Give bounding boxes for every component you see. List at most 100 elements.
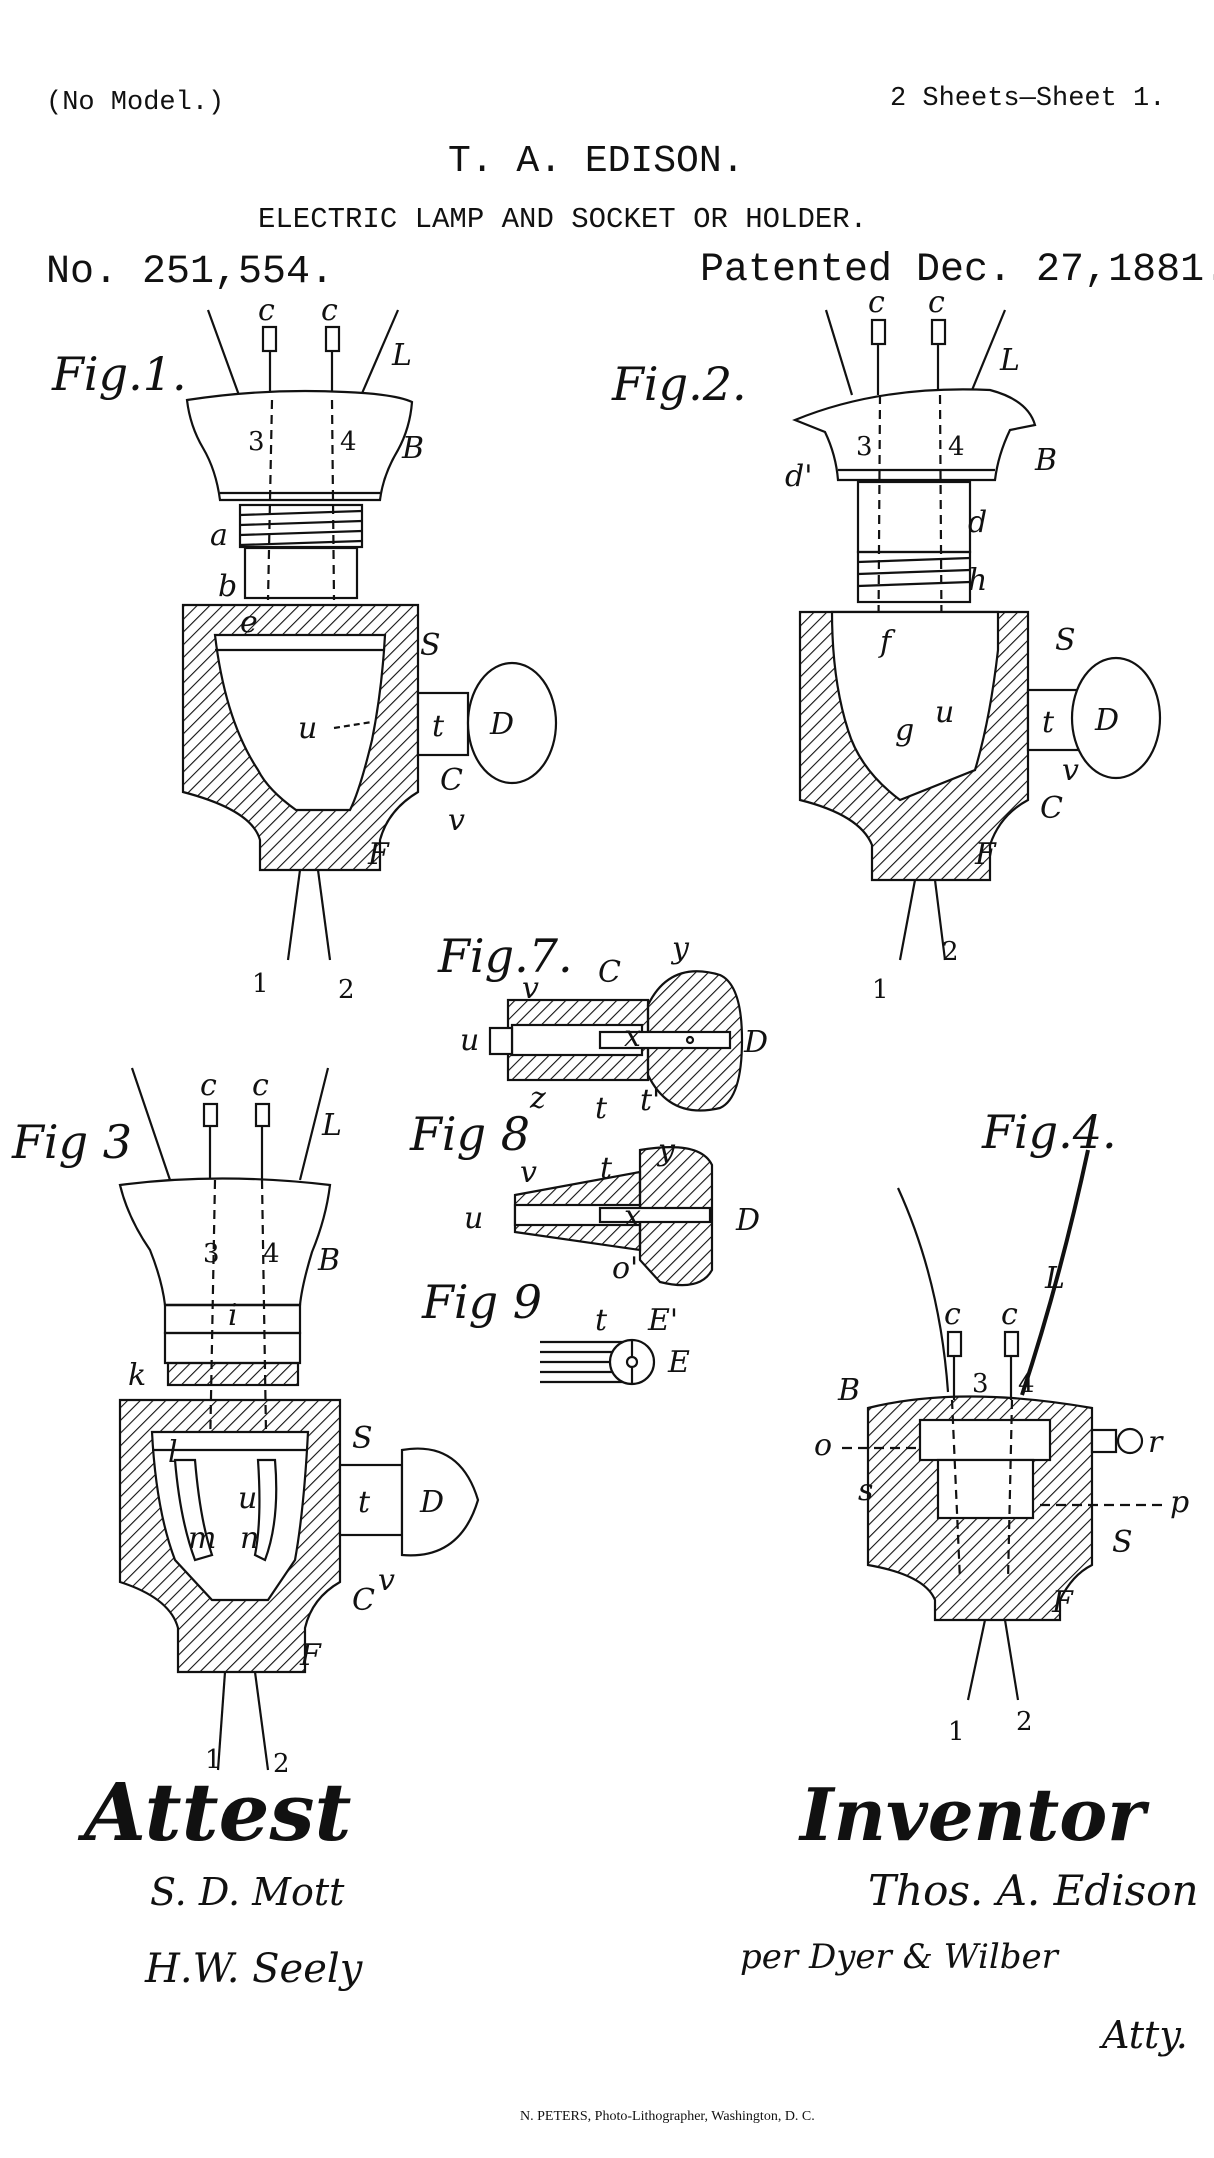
reference-label: u bbox=[298, 711, 317, 746]
reference-label: L bbox=[999, 343, 1020, 378]
reference-label: 1 bbox=[872, 975, 889, 1005]
fig9-label: Fig 9 bbox=[421, 1275, 542, 1329]
reference-label: c bbox=[1001, 1297, 1018, 1332]
reference-label: C bbox=[1040, 791, 1063, 826]
reference-label: c bbox=[252, 1068, 269, 1103]
reference-label: 2 bbox=[942, 937, 959, 967]
reference-label: r bbox=[1148, 1425, 1164, 1460]
reference-label: v bbox=[1062, 753, 1079, 788]
reference-label: 3 bbox=[203, 1239, 220, 1269]
reference-label: d' bbox=[785, 459, 812, 494]
reference-label: o' bbox=[612, 1251, 638, 1286]
fig1-label: Fig.1. bbox=[51, 347, 187, 401]
reference-label: 2 bbox=[338, 975, 355, 1005]
reference-label: c bbox=[928, 285, 945, 320]
reference-label: S bbox=[1055, 623, 1076, 658]
reference-label: v bbox=[378, 1563, 395, 1598]
reference-label: C bbox=[440, 763, 463, 798]
reference-label: n bbox=[240, 1521, 259, 1556]
fig8-label: Fig 8 bbox=[409, 1107, 530, 1161]
footer-imprint: N. PETERS, Photo-Lithographer, Washingto… bbox=[520, 2109, 815, 2124]
reference-label: m bbox=[188, 1521, 216, 1556]
reference-label: c bbox=[868, 285, 885, 320]
reference-label: B bbox=[401, 431, 424, 466]
reference-label: u bbox=[238, 1481, 257, 1516]
reference-label: F bbox=[974, 837, 997, 872]
no-model-note: (No Model.) bbox=[46, 88, 225, 118]
reference-label: c bbox=[200, 1068, 217, 1103]
reference-label: c bbox=[258, 293, 275, 328]
witness-2-signature: H.W. Seely bbox=[144, 1946, 364, 1992]
reference-label: e bbox=[240, 605, 258, 640]
reference-label: x bbox=[624, 1199, 641, 1234]
fig3-label: Fig 3 bbox=[11, 1115, 132, 1169]
reference-label: c bbox=[944, 1297, 961, 1332]
figure-4: Fig.4. L c c 3 4 B o r s p S bbox=[814, 1105, 1189, 1747]
reference-label: L bbox=[391, 338, 412, 373]
reference-label: 1 bbox=[205, 1745, 222, 1775]
inventor-name: T. A. EDISON. bbox=[448, 140, 745, 183]
reference-label: D bbox=[489, 707, 514, 742]
reference-label: F bbox=[299, 1638, 322, 1673]
reference-label: o bbox=[814, 1428, 832, 1463]
reference-label: L bbox=[321, 1108, 342, 1143]
figure-2: Fig.2. c c L 3 4 B d' d h f S bbox=[611, 285, 1162, 1005]
reference-label: 3 bbox=[248, 427, 265, 457]
reference-label: S bbox=[420, 628, 441, 663]
reference-label: h bbox=[968, 563, 987, 598]
reference-label: y bbox=[670, 931, 690, 966]
reference-label: 2 bbox=[273, 1749, 290, 1779]
patent-date: Patented Dec. 27,1881. bbox=[700, 248, 1214, 293]
reference-label: S bbox=[352, 1421, 373, 1456]
reference-label: v bbox=[448, 803, 465, 838]
attorney-line: per Dyer & Wilber bbox=[740, 1937, 1060, 1977]
reference-label: 3 bbox=[856, 432, 873, 462]
reference-label: u bbox=[464, 1201, 483, 1236]
reference-label: z bbox=[529, 1081, 546, 1116]
reference-label: t bbox=[358, 1485, 371, 1520]
reference-label: E bbox=[667, 1345, 690, 1380]
reference-label: 4 bbox=[263, 1239, 280, 1269]
reference-label: v bbox=[520, 1155, 537, 1190]
reference-label: i bbox=[228, 1298, 238, 1333]
figure-9: Fig 9 t E' E bbox=[421, 1275, 690, 1386]
reference-label: C bbox=[598, 955, 621, 990]
inventor-signature: Thos. A. Edison bbox=[868, 1866, 1199, 1915]
reference-label: 1 bbox=[252, 969, 269, 999]
reference-label: C bbox=[352, 1583, 375, 1618]
reference-label: D bbox=[419, 1485, 444, 1520]
fig2-label: Fig.2. bbox=[611, 357, 747, 411]
reference-label: S bbox=[1112, 1525, 1133, 1560]
reference-label: F bbox=[367, 837, 390, 872]
reference-label: d bbox=[968, 505, 987, 540]
reference-label: 2 bbox=[1016, 1707, 1033, 1737]
reference-label: c bbox=[321, 293, 338, 328]
reference-label: B bbox=[317, 1243, 340, 1278]
reference-label: t bbox=[595, 1091, 608, 1126]
sheet-count: 2 Sheets—Sheet 1. bbox=[890, 84, 1166, 114]
fig7-label: Fig.7. bbox=[437, 929, 573, 983]
reference-label: D bbox=[1094, 703, 1119, 738]
reference-label: t bbox=[1042, 705, 1055, 740]
reference-label: a bbox=[210, 518, 228, 553]
patent-number: No. 251,554. bbox=[46, 250, 335, 295]
reference-label: D bbox=[743, 1025, 768, 1060]
reference-label: 1 bbox=[948, 1717, 965, 1747]
reference-label: 4 bbox=[340, 427, 357, 457]
reference-label: F bbox=[1051, 1585, 1074, 1620]
figure-7: Fig.7. v C y u x D z t t' bbox=[437, 929, 768, 1126]
attest-block: Attest S. D. Mott H.W. Seely bbox=[77, 1765, 364, 1992]
patent-title: ELECTRIC LAMP AND SOCKET OR HOLDER. bbox=[258, 203, 868, 236]
fig4-label: Fig.4. bbox=[981, 1105, 1117, 1159]
reference-label: B bbox=[837, 1373, 860, 1408]
reference-label: t' bbox=[640, 1083, 660, 1118]
reference-label: u bbox=[935, 695, 954, 730]
witness-1-signature: S. D. Mott bbox=[150, 1870, 345, 1914]
reference-label: L bbox=[1044, 1261, 1065, 1296]
attest-heading: Attest bbox=[77, 1765, 352, 1859]
inventor-block: Inventor Thos. A. Edison per Dyer & Wilb… bbox=[740, 1772, 1199, 2057]
reference-label: B bbox=[1034, 443, 1057, 478]
figure-3: Fig 3 c c L 3 4 B i k l S bbox=[11, 1067, 480, 1779]
